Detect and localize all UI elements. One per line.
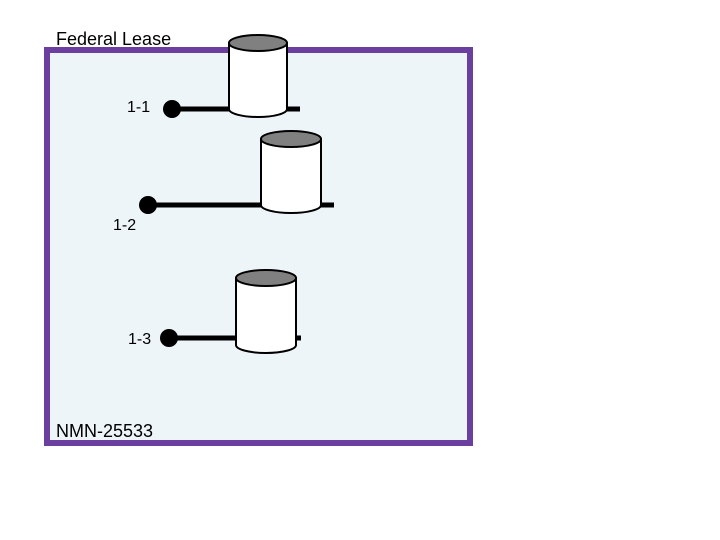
wellhead-1-2 [139,196,157,214]
tank-2[interactable] [260,130,322,214]
tank-2-body [260,138,322,214]
wellhead-1-3 [160,329,178,347]
wellhead-1-1 [163,100,181,118]
tank-3[interactable] [235,269,297,354]
well-label-1-1: 1-1 [127,99,150,116]
tank-1-top [228,34,288,52]
lease-number: NMN-25533 [56,421,153,441]
tank-3-top [235,269,297,287]
tank-3-body [235,277,297,354]
lease-title: Federal Lease [56,29,171,49]
tank-1-body [228,42,288,118]
well-label-1-2: 1-2 [113,217,136,234]
tank-2-top [260,130,322,148]
tank-1[interactable] [228,34,288,118]
well-label-1-3: 1-3 [128,331,151,348]
